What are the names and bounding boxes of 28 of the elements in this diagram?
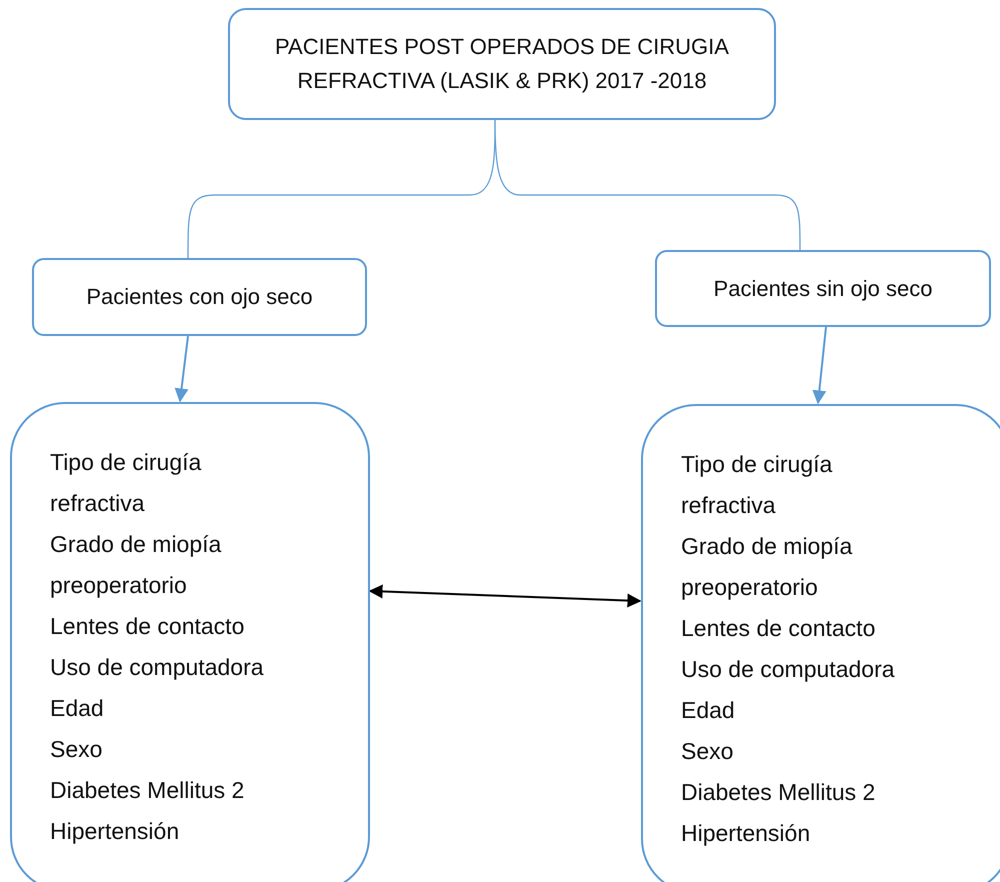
list-item: Hipertensión <box>681 819 812 848</box>
arrow <box>174 336 189 402</box>
box-label: Pacientes con ojo seco <box>86 283 313 311</box>
list-item: Hipertensión <box>50 817 180 846</box>
list-item: Grado de miopía preoperatorio <box>681 532 854 602</box>
list-item: Grado de miopía preoperatorio <box>50 530 222 600</box>
list-item: Uso de computadora <box>681 655 896 684</box>
list-item: Diabetes Mellitus 2 <box>50 776 246 805</box>
list-item: Edad <box>681 696 736 725</box>
arrow <box>368 584 642 608</box>
list-item: Tipo de cirugía refractiva <box>50 448 202 518</box>
box-label: Pacientes sin ojo seco <box>714 274 932 303</box>
variables-box <box>10 402 370 882</box>
list-item: Tipo de cirugía refractiva <box>681 450 834 520</box>
list-item: Edad <box>50 694 105 723</box>
list-item: Sexo <box>681 737 734 766</box>
list-item: Lentes de contacto <box>50 612 246 641</box>
list-item: Lentes de contacto <box>681 614 876 643</box>
category-box <box>655 250 991 327</box>
list-item: Sexo <box>50 735 104 764</box>
arrow <box>812 326 827 404</box>
box-label: PACIENTES POST OPERADOS DE CIRUGIA REFRACTIVA (LASIK & PRK) 2017 -2018 <box>274 33 730 95</box>
connector-line <box>494 120 801 250</box>
title-box <box>228 8 776 120</box>
list-item: Diabetes Mellitus 2 <box>681 778 876 807</box>
variables-box <box>641 404 1000 882</box>
list-item: Uso de computadora <box>50 653 265 682</box>
category-box <box>32 258 367 336</box>
